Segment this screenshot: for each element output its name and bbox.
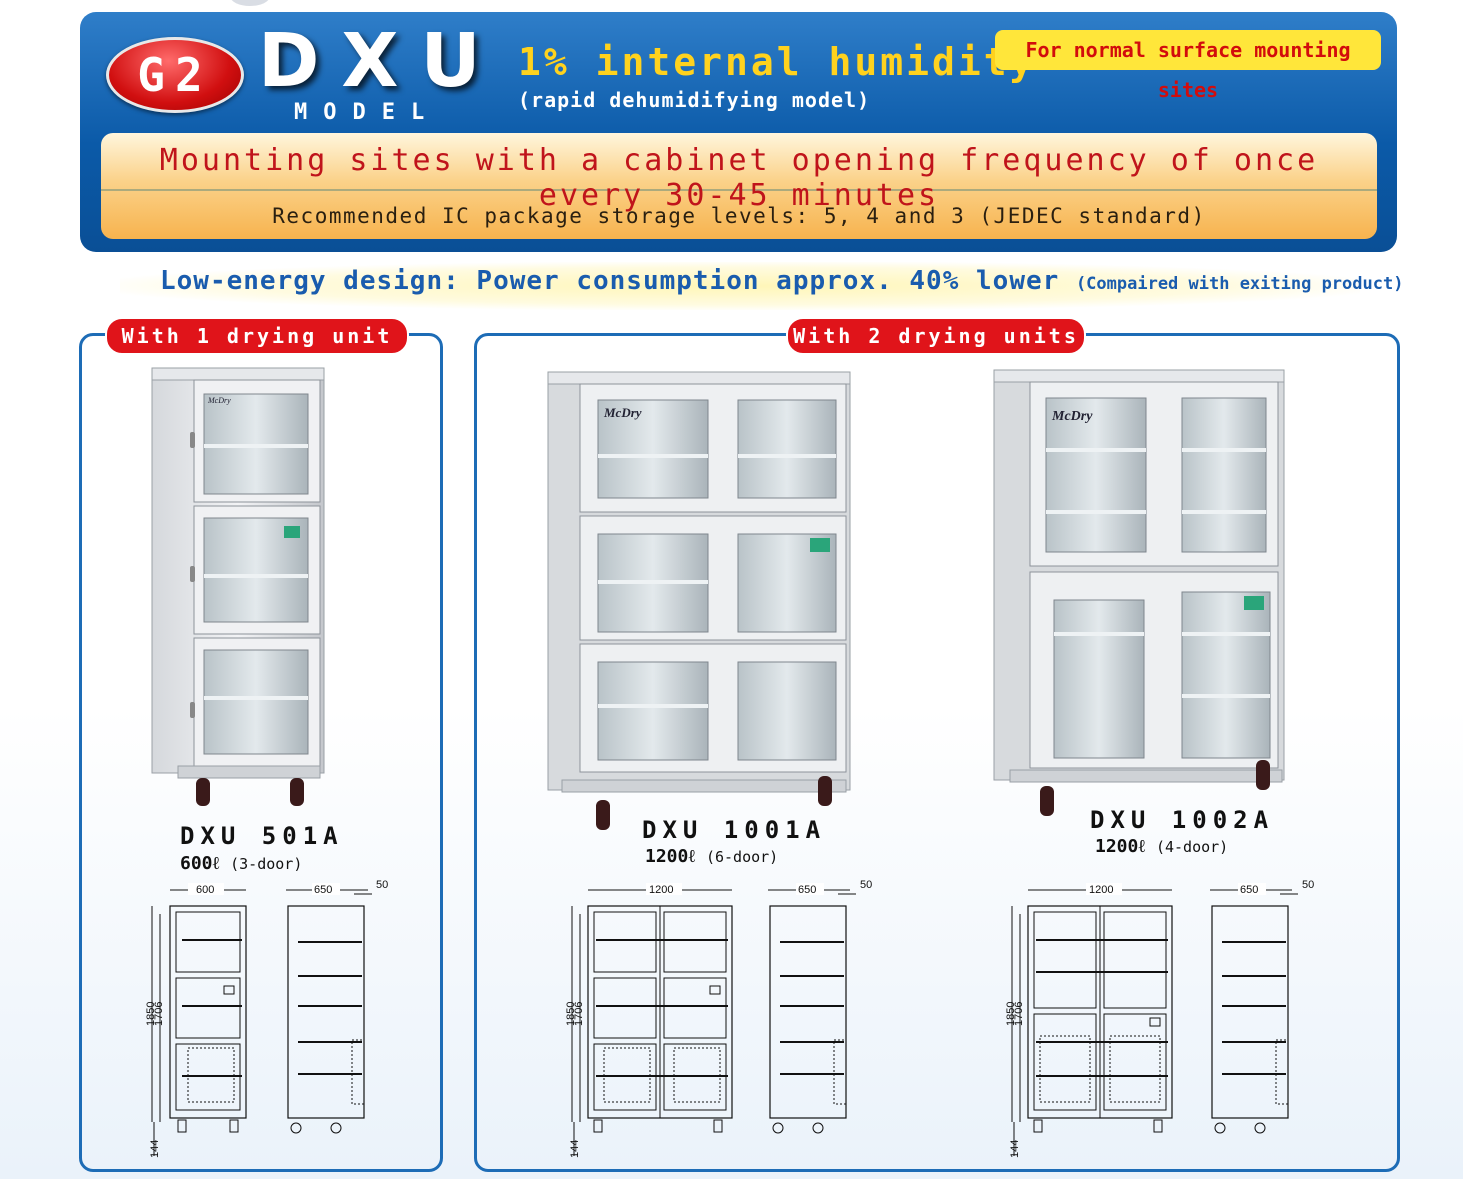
- brand-label: McDry: [207, 396, 231, 405]
- capacity-value: 600ℓ: [180, 853, 220, 874]
- dim-back: 50: [860, 879, 872, 891]
- usage-line: Mounting sites with a cabinet opening fr…: [159, 143, 1319, 213]
- dim-back: 50: [1302, 879, 1314, 891]
- cabinet-photo-dxu1002a: McDry: [993, 369, 1285, 816]
- model-word: MODEL: [294, 100, 441, 125]
- dim-width: 1200: [649, 884, 673, 896]
- jedec-line: Recommended IC package storage levels: 5…: [272, 204, 1206, 228]
- dim-width: 600: [196, 884, 214, 896]
- energy-highlight: [120, 262, 1360, 310]
- dim-base: 144: [569, 1140, 581, 1158]
- usage-band: [101, 133, 1377, 239]
- subheadline: (rapid dehumidifying model): [518, 88, 871, 112]
- dim-height: 1850: [565, 1002, 577, 1026]
- capacity-value: 1200ℓ: [1095, 836, 1146, 857]
- dimension-drawing-dxu501a: 600 650 50 1850 1706 144: [145, 879, 388, 1158]
- product-name: DXU 1001A: [642, 816, 827, 844]
- section-label-two-units: With 2 drying units: [786, 317, 1086, 355]
- dim-inner-height: 1706: [1013, 1002, 1025, 1026]
- door-count: (6-door): [705, 848, 779, 866]
- cabinet-photo-dxu1001a: McDry: [547, 371, 851, 830]
- dim-inner-height: 1706: [573, 1002, 585, 1026]
- product-name: DXU 501A: [180, 822, 344, 850]
- g2-badge: G2: [106, 37, 244, 113]
- energy-line: Low-energy design: Power consumption app…: [160, 266, 1403, 296]
- door-count: (3-door): [230, 855, 303, 873]
- dim-depth: 650: [798, 884, 816, 896]
- dim-height: 1850: [145, 1002, 157, 1026]
- dim-base: 144: [149, 1140, 161, 1158]
- capacity-value: 1200ℓ: [645, 846, 696, 867]
- energy-note: (Compaired with exiting product): [1075, 274, 1404, 294]
- product-capacity: 600ℓ (3-door): [180, 853, 302, 874]
- section-label-one-unit: With 1 drying unit: [105, 317, 409, 355]
- dimension-drawing-dxu1001a: 1200 650 50 1850 1706 144: [565, 879, 872, 1158]
- brand-label: McDry: [603, 405, 642, 420]
- energy-main: Low-energy design: Power consumption app…: [160, 266, 1060, 296]
- dim-height: 1850: [1005, 1002, 1017, 1026]
- brand-label: McDry: [1051, 409, 1093, 424]
- site-tag: For normal surface mounting sites: [995, 30, 1381, 102]
- band-divider: [101, 189, 1377, 191]
- door-count: (4-door): [1155, 838, 1229, 856]
- product-capacity: 1200ℓ (4-door): [1095, 836, 1228, 857]
- dim-back: 50: [376, 879, 388, 891]
- top-decoration: [230, 0, 270, 6]
- product-name: DXU 1002A: [1090, 806, 1275, 834]
- headline: 1% internal humidity: [518, 40, 1036, 84]
- dim-width: 1200: [1089, 884, 1113, 896]
- cabinet-photo-dxu501a: McDry: [151, 367, 325, 806]
- model-code: DXU: [258, 18, 503, 104]
- dim-base: 144: [1009, 1140, 1021, 1158]
- dim-depth: 650: [1240, 884, 1258, 896]
- product-capacity: 1200ℓ (6-door): [645, 846, 778, 867]
- dim-depth: 650: [314, 884, 332, 896]
- dim-inner-height: 1706: [153, 1002, 165, 1026]
- dimension-drawing-dxu1002a: 1200 650 50 1850 1706 144: [1005, 879, 1314, 1158]
